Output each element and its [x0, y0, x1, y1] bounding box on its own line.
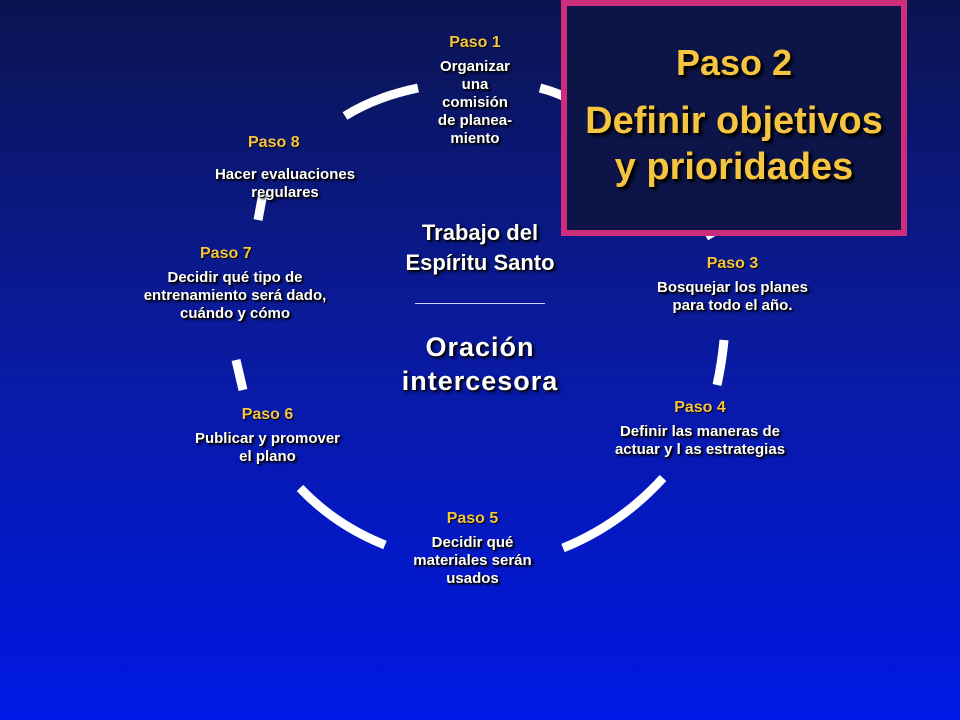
- highlighted-step-box: Paso 2 Definir objetivos y prioridades: [561, 0, 907, 236]
- step-4: Paso 4 Definir las maneras de actuar y l…: [575, 399, 825, 459]
- step-description: Organizar una comisión de planea- miento: [437, 58, 513, 147]
- arc-segment: [296, 484, 387, 550]
- step-7: Paso 7 Decidir qué tipo de entrenamiento…: [105, 245, 365, 323]
- step-title: Paso 3: [706, 255, 759, 272]
- step-description: Definir las maneras de actuar y l as est…: [614, 423, 786, 458]
- step-title: Paso 4: [674, 399, 726, 416]
- highlighted-step-title: Paso 2: [675, 42, 793, 83]
- step-description: Decidir qué tipo de entrenamiento será d…: [143, 269, 327, 322]
- step-title: Paso 7: [200, 245, 252, 262]
- center-label-top: Trabajo del Espíritu Santo: [405, 220, 555, 275]
- arc-segment: [561, 474, 667, 553]
- arc-segment: [231, 358, 248, 392]
- step-1: Paso 1 Organizar una comisión de planea-…: [405, 34, 545, 148]
- step-title: Paso 8: [248, 134, 300, 151]
- arc-segment: [342, 83, 419, 120]
- center-label-bottom: Oración intercesora: [401, 332, 559, 396]
- step-description: Publicar y promover el plano: [194, 430, 341, 465]
- step-description: Bosquejar los planes para todo el año.: [657, 279, 808, 314]
- center-divider: [415, 303, 545, 304]
- step-title: Paso 5: [446, 510, 499, 527]
- step-title: Paso 1: [449, 34, 501, 51]
- step-6: Paso 6 Publicar y promover el plano: [160, 406, 375, 466]
- step-description: Hacer evaluaciones regulares: [214, 166, 356, 201]
- step-title: Paso 6: [241, 406, 294, 423]
- arc-segment: [253, 192, 268, 221]
- step-5: Paso 5 Decidir qué materiales serán usad…: [385, 510, 560, 588]
- arc-segment: [712, 339, 729, 386]
- step-8: Paso 8 Hacer evaluaciones regulares: [180, 134, 390, 202]
- highlighted-step-description: Definir objetivos y prioridades: [585, 100, 883, 188]
- step-3: Paso 3 Bosquejar los planes para todo el…: [615, 255, 850, 315]
- step-description: Decidir qué materiales serán usados: [413, 534, 532, 587]
